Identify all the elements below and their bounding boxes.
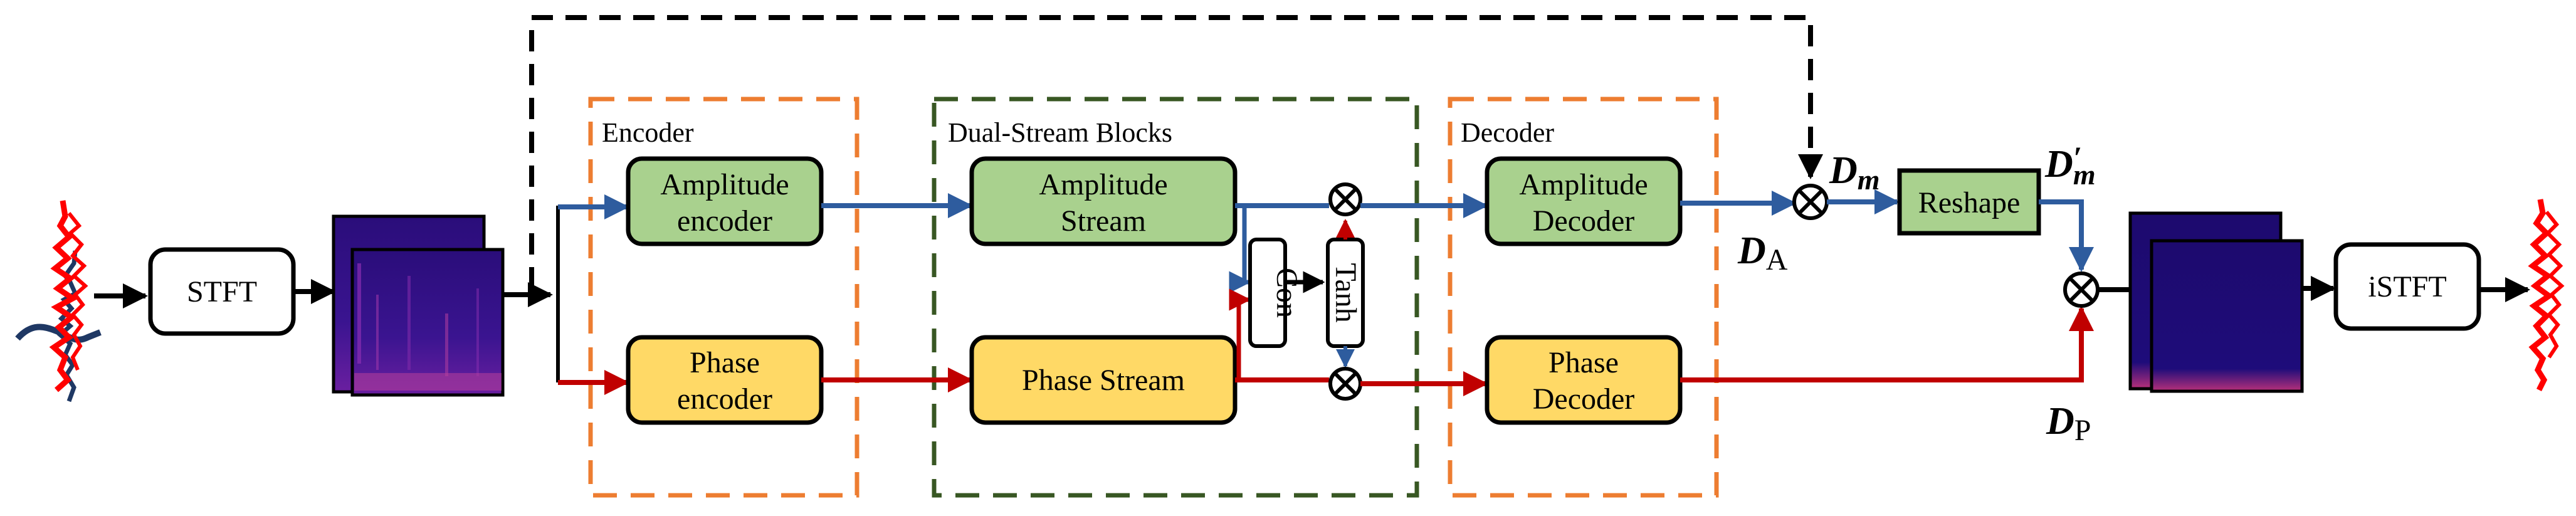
dm-prime-subscript: m [2073,159,2096,191]
phase-stream-to-con [1229,288,1251,382]
encoder-group [588,97,860,498]
reshape-label: Reshape [1918,186,2021,219]
con-block [1248,238,1287,348]
phase-decoder-label-2: Decoder [1533,382,1635,416]
dm-prime-symbol: D′m [2044,140,2096,191]
decoder-group-label: Decoder [1461,117,1554,148]
final-multiply-op-cross [2068,276,2095,303]
output-spectrogram [2128,211,2304,393]
decoder-group [1448,97,1719,498]
da-subscript: A [1766,243,1788,276]
dp-symbol: DP [2046,400,2091,447]
stft-label: STFT [187,275,257,308]
dm-subscript: m [1858,164,1880,196]
phase-multiply-op-cross [1333,371,1358,396]
dm-symbol: Dm [1829,149,1880,196]
encoder-group-label: Encoder [602,117,694,148]
input-waveform [15,200,102,403]
amplitude-encoder-label-2: encoder [677,204,772,238]
amplitude-encoder-block [626,156,824,246]
amplitude-decoder-label-2: Decoder [1533,204,1635,238]
dual-stream-group-label: Dual-Stream Blocks [948,117,1172,148]
istft-block [2333,242,2481,331]
dm-prime-superscript: ′ [2073,140,2082,175]
amplitude-stream-label-1: Amplitude [1039,168,1167,201]
phase-encoder-label-1: Phase [690,346,760,379]
tanh-label: Tanh [1329,263,1362,322]
da-symbol: DA [1737,229,1788,276]
dual-stream-group [932,97,1419,498]
skip-connection [529,15,1823,288]
con-label: Con [1270,268,1303,318]
phase-stream-label: Phase Stream [1022,364,1185,397]
amp-multiply-op-cross [1333,187,1358,212]
amplitude-stream-label-2: Stream [1061,204,1146,238]
dp-subscript: P [2074,414,2091,447]
reshape-to-final-mult [2039,199,2094,272]
amplitude-stream-block [969,156,1238,246]
istft-label: iSTFT [2368,270,2446,303]
phase-encoder-label-2: encoder [677,382,772,416]
output-waveform [2528,199,2565,392]
reshape-block [1897,168,2041,236]
amplitude-decoder-label-1: Amplitude [1519,168,1648,201]
phase-decoder-label-1: Phase [1548,346,1619,379]
phase-decoder-out-arrow [1680,306,2094,382]
amplitude-encoder-label-1: Amplitude [660,168,789,201]
input-spectrogram [332,214,505,397]
dm-multiply-op-cross [1797,189,1824,215]
